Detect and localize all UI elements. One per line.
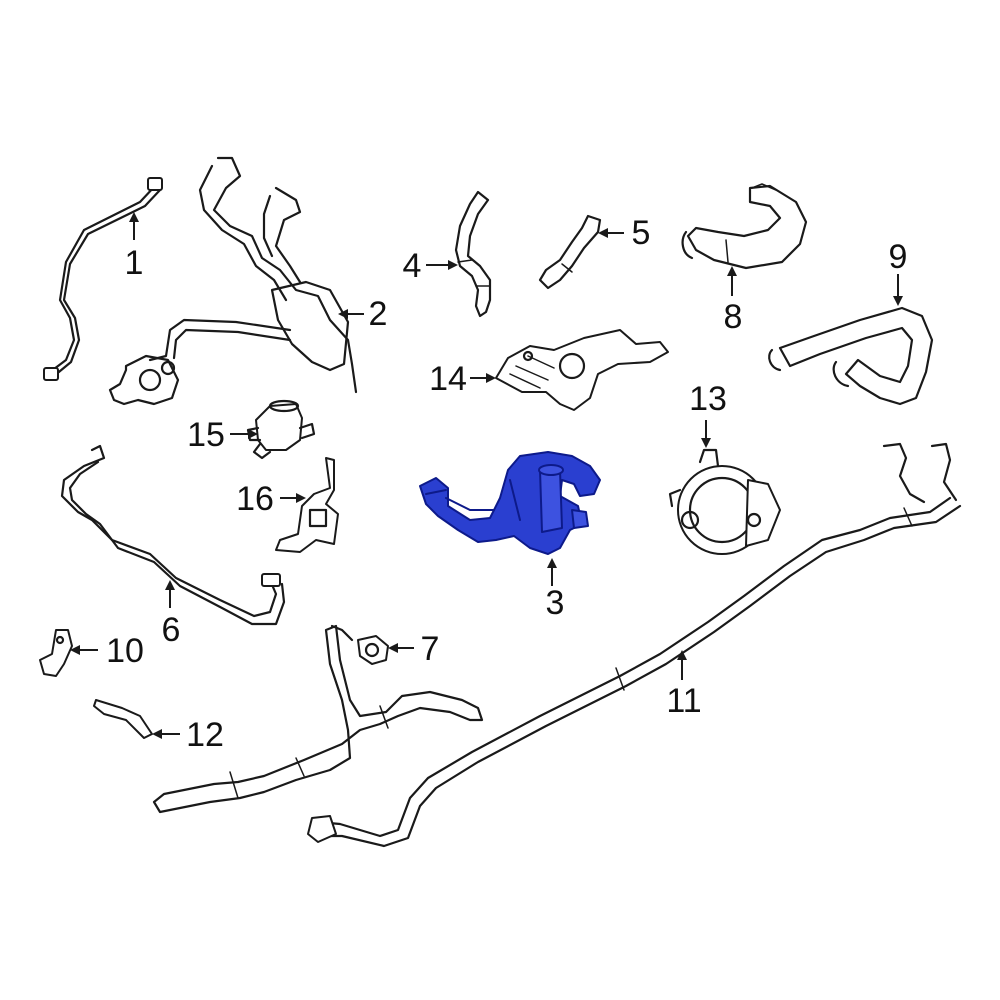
part-14-bracket[interactable] bbox=[495, 329, 669, 411]
callout-5: 5 bbox=[632, 214, 651, 252]
callout-3: 3 bbox=[546, 584, 565, 622]
callout-labels: 1 2 3 4 5 6 7 8 9 10 11 12 13 14 15 16 bbox=[106, 214, 907, 754]
callout-10: 10 bbox=[106, 632, 144, 670]
part-7-clamp[interactable] bbox=[330, 624, 389, 665]
part-15-valve[interactable] bbox=[246, 399, 316, 460]
part-1-sensor-wire[interactable] bbox=[43, 177, 163, 381]
callout-7: 7 bbox=[421, 630, 440, 668]
part-13-auxiliary-pump[interactable] bbox=[668, 448, 781, 555]
callout-9: 9 bbox=[889, 238, 908, 276]
callout-12: 12 bbox=[186, 716, 224, 754]
part-5-hose[interactable] bbox=[538, 214, 602, 290]
callout-1: 1 bbox=[125, 244, 144, 282]
part-16-bracket[interactable] bbox=[275, 457, 339, 553]
part-6-coolant-tube[interactable] bbox=[60, 444, 286, 626]
part-10-clip[interactable] bbox=[39, 629, 73, 677]
callout-4: 4 bbox=[403, 247, 422, 285]
part-4-hose[interactable] bbox=[454, 190, 492, 318]
callout-15: 15 bbox=[187, 416, 225, 454]
part-8-hose[interactable] bbox=[681, 183, 808, 270]
callout-8: 8 bbox=[724, 298, 743, 336]
part-2-coolant-outlet-assembly[interactable] bbox=[108, 156, 358, 406]
part-12-clip[interactable] bbox=[93, 699, 153, 739]
callout-13: 13 bbox=[689, 380, 727, 418]
callout-14: 14 bbox=[429, 360, 467, 398]
part-3-coolant-hose-highlighted[interactable] bbox=[419, 451, 601, 555]
part-lower-hose-assembly[interactable] bbox=[152, 624, 484, 814]
callout-11: 11 bbox=[666, 682, 701, 720]
callout-6: 6 bbox=[162, 611, 181, 649]
callout-2: 2 bbox=[369, 295, 388, 333]
leader-lines bbox=[70, 212, 903, 739]
part-9-hose[interactable] bbox=[768, 306, 934, 406]
part-11-coolant-line[interactable] bbox=[307, 442, 962, 848]
callout-16: 16 bbox=[236, 480, 274, 518]
